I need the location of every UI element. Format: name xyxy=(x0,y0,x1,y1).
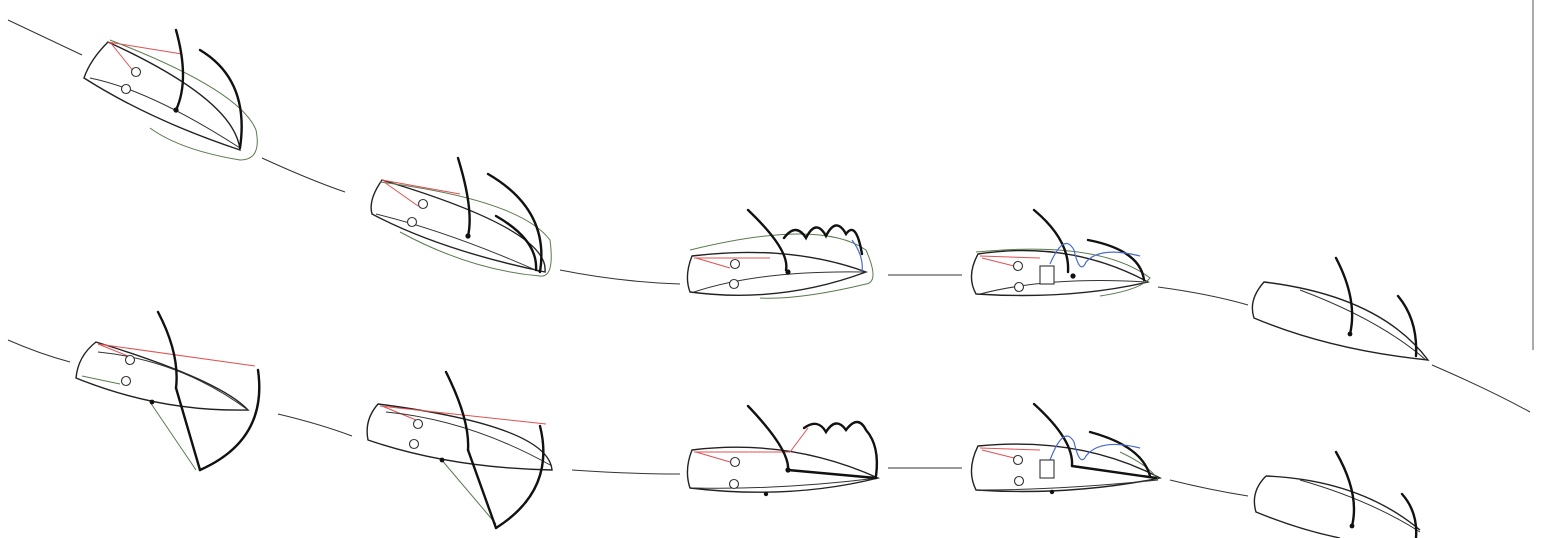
luffing-sail xyxy=(784,225,862,254)
hull xyxy=(1252,282,1428,360)
boat-bottom-2 xyxy=(367,372,552,528)
mast-foot xyxy=(1348,332,1353,337)
sail-foot xyxy=(1300,290,1426,360)
winch xyxy=(730,280,739,289)
winch xyxy=(1015,477,1024,486)
track-top-6 xyxy=(1432,365,1530,412)
block xyxy=(1050,490,1054,494)
track-bottom-5 xyxy=(1170,480,1248,496)
furling-drum xyxy=(1040,266,1054,284)
boat-top-3 xyxy=(687,210,873,298)
track-top-5 xyxy=(1158,287,1248,305)
block xyxy=(440,458,445,463)
mast xyxy=(158,312,177,388)
boat-top-1 xyxy=(84,30,257,160)
boom xyxy=(468,450,496,528)
winch xyxy=(408,218,417,227)
hull-outline-shade xyxy=(110,40,257,160)
luffing-sail xyxy=(804,422,877,476)
boom xyxy=(1072,466,1156,478)
boom-sail xyxy=(1088,240,1144,280)
mast xyxy=(748,210,786,270)
red-sheet xyxy=(694,452,790,462)
hull xyxy=(687,447,878,492)
hull xyxy=(687,252,866,295)
track-top-3 xyxy=(560,270,680,284)
mast xyxy=(446,372,468,450)
mast xyxy=(1336,258,1352,334)
winch xyxy=(1014,456,1023,465)
red-sheet xyxy=(790,428,808,452)
track-top-1 xyxy=(8,20,82,55)
winch xyxy=(132,68,141,77)
block xyxy=(764,492,768,496)
track-bottom-2 xyxy=(278,414,352,436)
winch xyxy=(730,480,739,489)
winch xyxy=(419,200,428,209)
mast xyxy=(1034,404,1072,466)
hull-outline-shade xyxy=(690,234,873,298)
mast-foot xyxy=(1070,273,1075,278)
hull-outline-shade xyxy=(380,182,551,276)
sail-foot xyxy=(98,352,248,410)
track-bottom-3 xyxy=(572,470,680,474)
red-sheet xyxy=(980,256,1040,266)
mast-foot xyxy=(465,233,470,238)
winch xyxy=(1014,262,1023,271)
furling-drum xyxy=(1040,460,1054,478)
boat-top-5 xyxy=(1252,258,1428,360)
boom-sail xyxy=(1398,296,1416,356)
mast-foot xyxy=(785,269,790,274)
winch xyxy=(731,458,740,467)
winch xyxy=(1015,283,1024,292)
winch xyxy=(122,377,131,386)
sail-foot xyxy=(1300,480,1420,532)
boat-bottom-1 xyxy=(76,312,259,470)
main-sail xyxy=(496,426,543,528)
block xyxy=(150,400,155,405)
sail-foot xyxy=(694,272,866,292)
boat-bottom-5 xyxy=(1254,452,1420,538)
boat-top-4 xyxy=(971,210,1150,296)
hull xyxy=(971,251,1148,296)
track-bottom-1 xyxy=(8,340,70,362)
boat-bottom-3 xyxy=(687,406,878,496)
hull xyxy=(1254,476,1340,538)
track-top-2 xyxy=(262,158,345,192)
boat-bottom-4 xyxy=(971,404,1160,494)
boat-top-2 xyxy=(371,158,551,276)
mast-foot xyxy=(785,467,790,472)
winch xyxy=(731,260,740,269)
red-sheet xyxy=(980,448,1040,458)
winch xyxy=(122,85,131,94)
winch xyxy=(414,420,423,429)
winch xyxy=(126,356,135,365)
mast xyxy=(748,406,788,470)
winch xyxy=(410,440,419,449)
sail-foot xyxy=(376,214,540,272)
green-sheet xyxy=(440,458,496,524)
hull xyxy=(367,404,552,470)
green-sheet xyxy=(82,376,196,470)
sail-foot xyxy=(980,480,1158,490)
sail-foot xyxy=(694,478,878,488)
mast-foot xyxy=(1350,524,1355,529)
mast-foot xyxy=(173,107,178,112)
hull-top xyxy=(1266,476,1420,530)
boom-sail xyxy=(1402,494,1416,538)
